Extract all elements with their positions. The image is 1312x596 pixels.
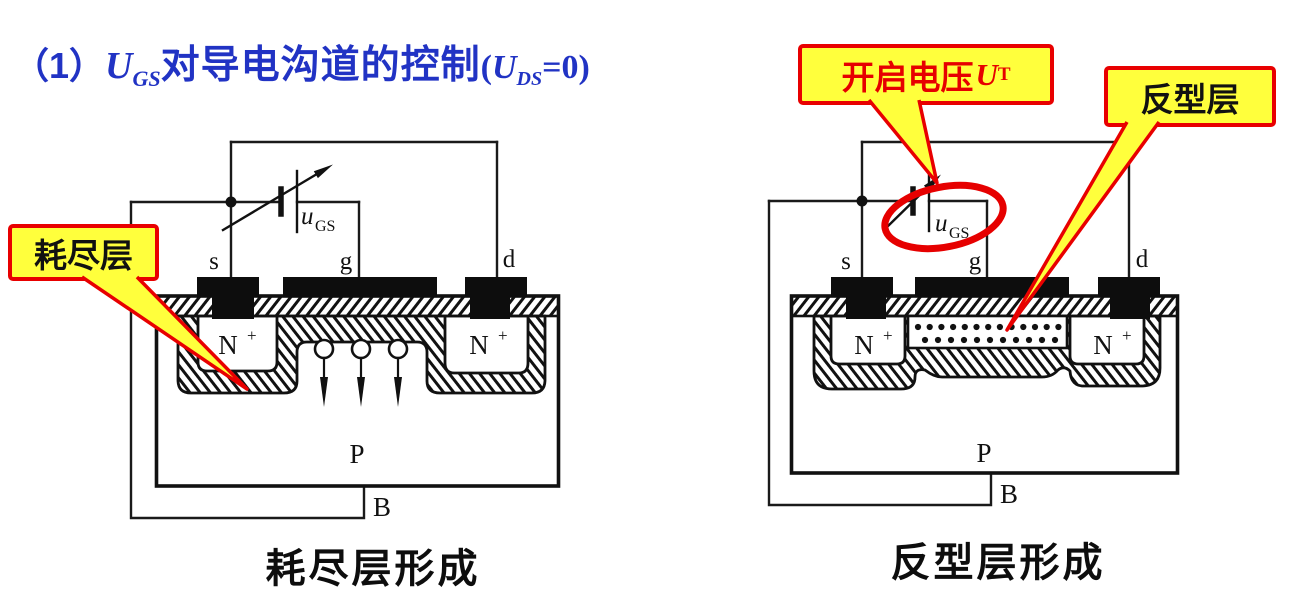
drain-label: d: [1136, 246, 1149, 273]
source-label: s: [841, 248, 851, 275]
vgs-label: u: [935, 210, 948, 237]
svg-text:N: N: [854, 330, 874, 360]
vgs-label: u: [301, 203, 314, 230]
gate-label: g: [969, 248, 982, 275]
depletion-callout-label: 耗尽层: [34, 236, 133, 274]
substrate-label: P: [349, 439, 364, 469]
source-label: s: [209, 248, 219, 275]
title-ugs-sub: GS: [132, 66, 161, 91]
nplus-drain-label: N +: [1093, 326, 1131, 360]
svg-text:+: +: [247, 326, 257, 345]
depletion-callout: 耗尽层: [8, 224, 159, 281]
right-mosfet-diagram: u GS s g d: [767, 140, 1180, 509]
svg-text:+: +: [883, 326, 893, 345]
title-ugs-var: U: [105, 45, 133, 87]
gate-label: g: [340, 248, 353, 275]
bulk-label: B: [1000, 479, 1018, 509]
nplus-drain-label: N +: [469, 326, 507, 360]
title-index: （1）: [13, 45, 106, 86]
right-caption: 反型层形成: [890, 541, 1106, 585]
threshold-var: U: [975, 56, 998, 92]
inversion-layer: [906, 314, 1069, 350]
svg-text:+: +: [498, 326, 508, 345]
inversion-callout: 反型层: [1104, 66, 1276, 127]
title-paren-close: =0): [542, 49, 590, 86]
depletion-region: [812, 314, 1162, 391]
drain-label: d: [503, 246, 516, 273]
svg-text:N: N: [469, 330, 489, 360]
title-uds-sub: DS: [516, 68, 543, 90]
junction-dot: [225, 196, 237, 208]
junction-dot: [856, 195, 868, 207]
vgs-sub-label: GS: [315, 218, 335, 235]
title-paren-open: (: [480, 49, 492, 86]
svg-text:N: N: [1093, 330, 1113, 360]
title-uds-var: U: [491, 49, 517, 86]
bulk-label: B: [373, 492, 391, 522]
svg-text:+: +: [1122, 326, 1132, 345]
inversion-callout-label: 反型层: [1140, 80, 1240, 118]
emphasis-ellipse: [881, 181, 1007, 253]
substrate-label: P: [976, 438, 991, 468]
title-text: 对导电沟道的控制: [160, 44, 481, 87]
field-arrows: [313, 338, 409, 407]
threshold-var-sub: T: [997, 63, 1011, 85]
battery-icon: [221, 164, 333, 234]
svg-text:N: N: [218, 330, 238, 360]
vgs-sub-label: GS: [949, 225, 969, 242]
page-title: （1）UGS对导电沟道的控制(UDS=0): [13, 34, 590, 92]
threshold-callout-label: 开启电压: [841, 58, 974, 96]
left-caption: 耗尽层形成: [265, 547, 481, 591]
left-mosfet-diagram: u GS s g d N + N +: [129, 140, 561, 522]
nplus-source-label: N +: [854, 326, 892, 360]
